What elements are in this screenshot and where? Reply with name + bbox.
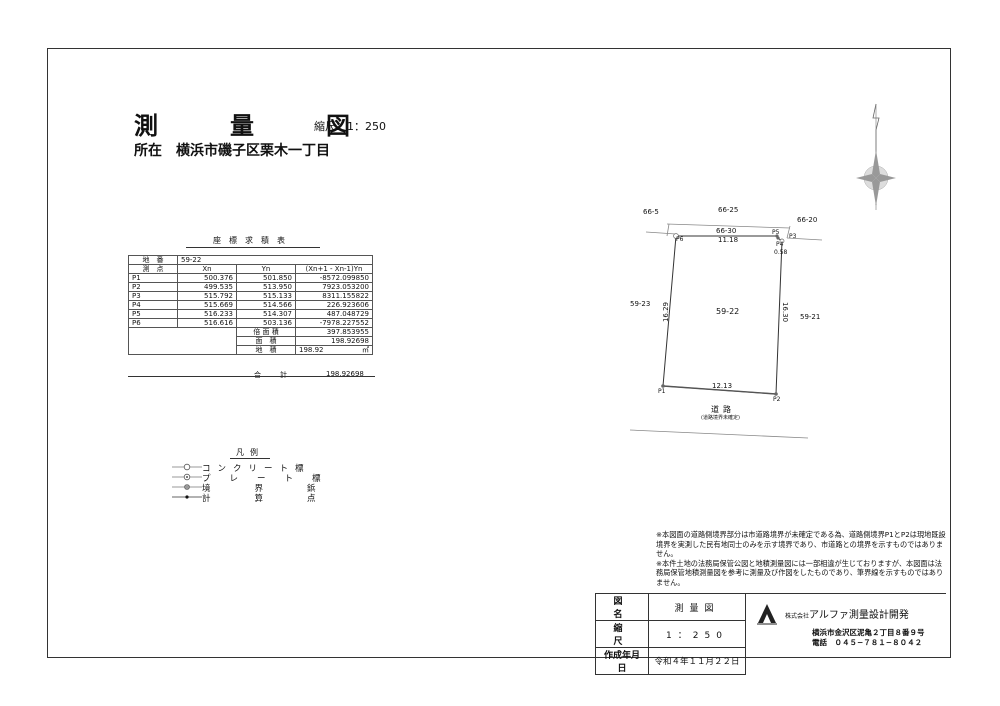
company-name: 株式会社アルファ測量設計開発 — [785, 606, 909, 621]
neighbor-lot: 66-5 — [643, 208, 659, 216]
note: ※本件土地の法務局保管公図と地積測量図には一部相違が生じておりますが、本図面は法… — [656, 558, 944, 587]
point-label: P6 — [676, 236, 684, 243]
point-label: P2 — [773, 396, 781, 403]
plate-marker-icon — [172, 473, 202, 483]
land-area-unit: ㎡ — [362, 346, 369, 354]
road-label: 道路 — [711, 405, 735, 414]
dimension-label: 0.58 — [774, 249, 788, 256]
total-label: 合 計 — [254, 371, 293, 379]
point-label: P4 — [776, 241, 784, 248]
page-title: 測 量 図 — [134, 112, 374, 140]
scale-label-cell: 縮 尺 — [595, 620, 649, 648]
neighbor-lot: 66-25 — [718, 206, 739, 214]
point-label: P1 — [658, 388, 666, 395]
title-block: 図 名 測量図 縮 尺 1：250 作成年月日 令和４年１１月２２日 — [595, 593, 946, 675]
neighbor-lot: 59-23 — [630, 300, 651, 308]
neighbor-lot: 59-21 — [800, 313, 821, 321]
scale-value-cell: 1：250 — [648, 620, 746, 648]
neighbor-lot: 66-20 — [797, 216, 818, 224]
legend-label: 境界鋲 — [202, 484, 360, 494]
dimension-label: 11.18 — [718, 236, 739, 244]
location-value: 横浜市磯子区栗木一丁目 — [176, 143, 330, 159]
legend-label: コンクリート標 — [202, 464, 311, 474]
company-address: 横浜市金沢区泥亀２丁目８番９号 — [812, 628, 925, 637]
lot-number: 59-22 — [716, 307, 740, 316]
company-logo-icon — [756, 601, 778, 625]
drawing-name-label: 図 名 — [595, 593, 649, 621]
north-arrow-icon — [856, 103, 896, 210]
neighbor-lot: 66-30 — [716, 227, 737, 235]
company-name-text: アルファ測量設計開発 — [809, 610, 909, 621]
coord-table-title: 座標求積表 — [186, 235, 320, 248]
calc-point-icon — [172, 493, 202, 503]
legend-label: プレート標 — [202, 474, 340, 484]
company-phone: 電話 ０４５−７８１−８０４２ — [812, 638, 923, 647]
legend-item: 境界鋲 — [172, 482, 360, 494]
legend-label: 計算点 — [202, 494, 360, 504]
location-label: 所在 — [134, 143, 162, 159]
point-label: P3 — [789, 233, 797, 240]
legend-item: プレート標 — [172, 472, 340, 484]
scale-label: 縮尺 1：250 — [314, 120, 386, 133]
drawing-name-value: 測量図 — [648, 593, 746, 621]
legend-item: コンクリート標 — [172, 462, 314, 474]
note: ※本図面の道路側境界部分は市道路境界が未確定である為、道路側境界P1とP2は現地… — [656, 530, 946, 558]
drawing-frame — [47, 48, 951, 658]
date-value: 令和４年１１月２２日 — [648, 647, 746, 675]
boundary-tack-icon — [172, 483, 202, 493]
location: 所在横浜市磯子区栗木一丁目 — [134, 140, 330, 160]
point-label: P5 — [772, 229, 780, 236]
dimension-label: 16.29 — [662, 301, 671, 323]
land-area-value: 198.92 — [299, 346, 324, 354]
concrete-marker-icon — [172, 463, 202, 473]
dimension-label: 12.13 — [712, 382, 733, 390]
legend-item: 計算点 — [172, 492, 360, 504]
dimension-label: 16.30 — [781, 301, 790, 323]
land-area-cell: 198.92 ㎡ — [295, 345, 373, 355]
total-underline — [128, 376, 375, 377]
company-prefix: 株式会社 — [785, 613, 810, 620]
total-value: 198.92698 — [326, 370, 364, 378]
date-label: 作成年月日 — [595, 647, 649, 675]
legend-title: 凡例 — [230, 447, 270, 459]
road-note: (道路境界未確定) — [701, 415, 740, 421]
notes: ※本図面の道路側境界部分は市道路境界が未確定である為、道路側境界P1とP2は現地… — [656, 530, 946, 587]
